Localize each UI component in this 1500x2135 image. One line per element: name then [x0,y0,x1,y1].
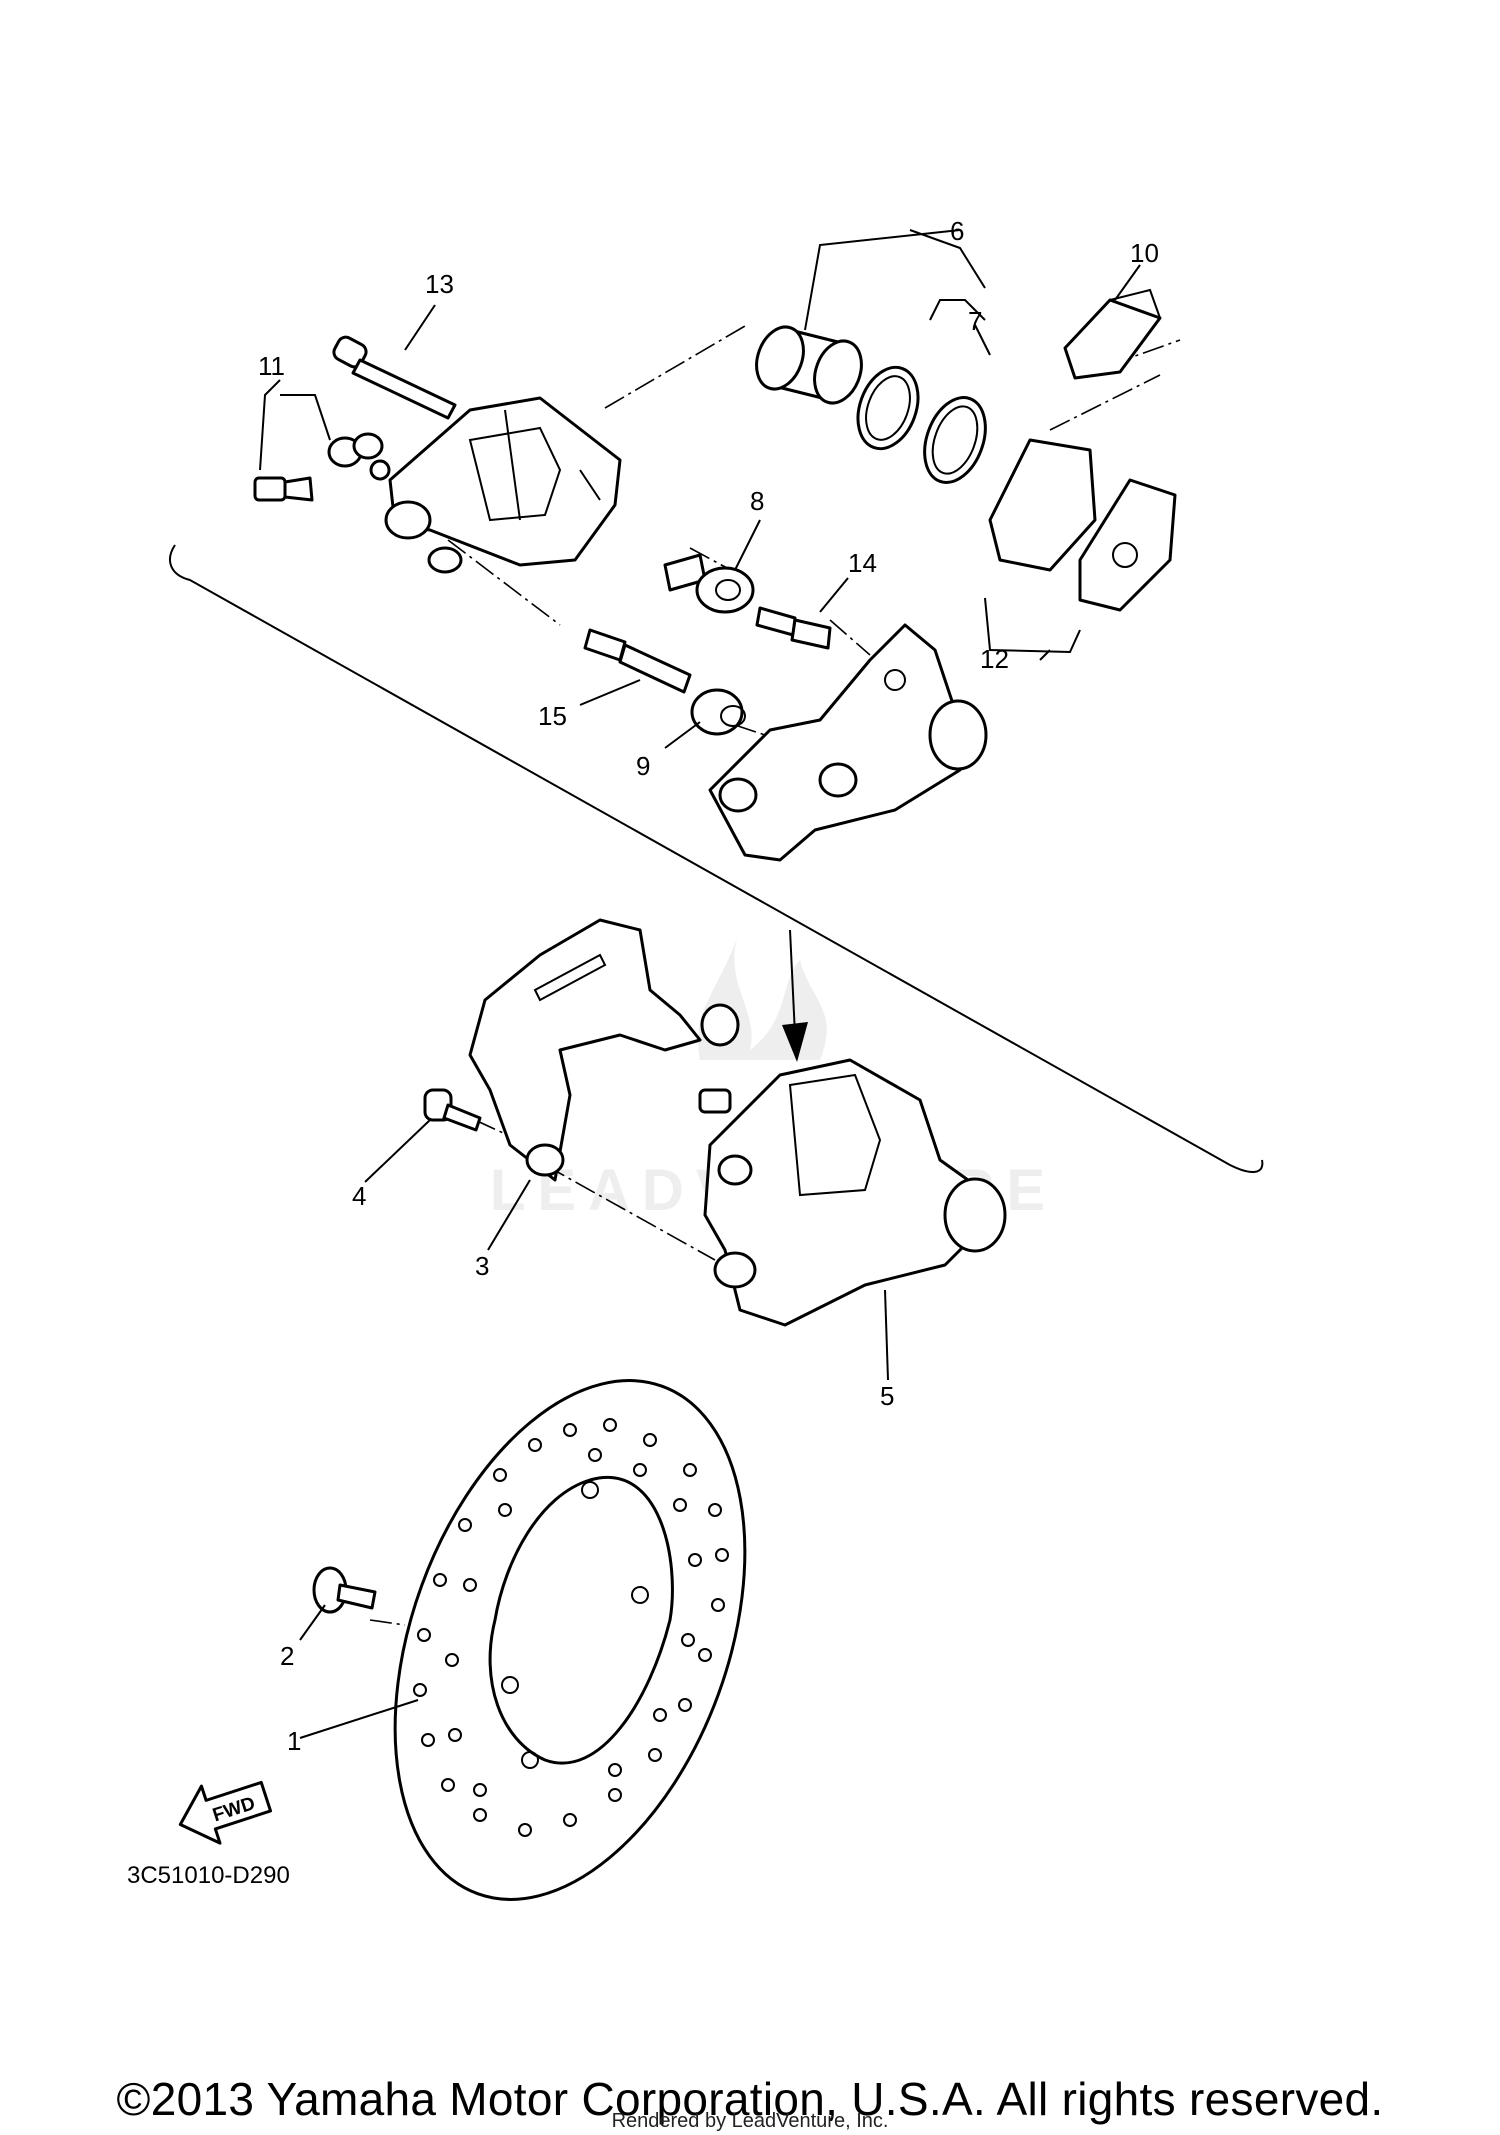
callout-11: 11 [258,351,285,381]
callout-3: 3 [475,1251,489,1281]
piston-seals-7 [856,365,987,484]
brake-disc-1 [393,1379,747,1901]
boot-9 [690,688,746,736]
callout-13: 13 [425,269,454,299]
rendered-by-credit: Rendered by LeadVenture, Inc. [611,2110,889,2132]
slide-pin-14 [755,606,832,650]
leader-lines [259,229,1141,1739]
fwd-arrow-icon: FWD [178,1780,273,1845]
caliper-bracket-upper [708,623,988,862]
callout-labels: 1 2 3 4 5 6 7 8 9 10 11 12 13 14 15 [258,216,1159,1756]
callout-4: 4 [352,1181,366,1211]
callout-7: 7 [968,306,982,336]
callout-12: 12 [980,644,1009,674]
bleed-screw-11 [253,432,391,502]
callout-1: 1 [287,1726,301,1756]
drawing-code: 3C51010-D290 [127,1862,290,1889]
caliper-body-upper [384,396,622,574]
slide-pin-15 [583,628,692,694]
callout-8: 8 [750,486,764,516]
callout-2: 2 [280,1641,294,1671]
brake-pads-12 [988,438,1177,612]
callout-10: 10 [1130,238,1159,268]
caliper-assembly-lower [698,1058,1007,1327]
disc-vent-holes [413,1418,729,1837]
callout-15: 15 [538,701,567,731]
assembly-bracket [169,544,1264,1173]
copyright-notice: ©2013 Yamaha Motor Corporation, U.S.A. A… [116,2073,1384,2125]
bolt-4 [423,1088,482,1132]
pad-spring-10 [1063,288,1162,380]
assembly-arrow [782,929,808,1062]
disc-bolt-2 [312,1566,377,1614]
callout-9: 9 [636,751,650,781]
callout-5: 5 [880,1381,894,1411]
callout-6: 6 [950,216,964,246]
boot-8 [663,553,755,614]
piston-6 [755,325,863,405]
caliper-bracket-lower [468,918,740,1182]
callout-14: 14 [848,548,877,578]
pin-bolt-13 [332,335,457,420]
